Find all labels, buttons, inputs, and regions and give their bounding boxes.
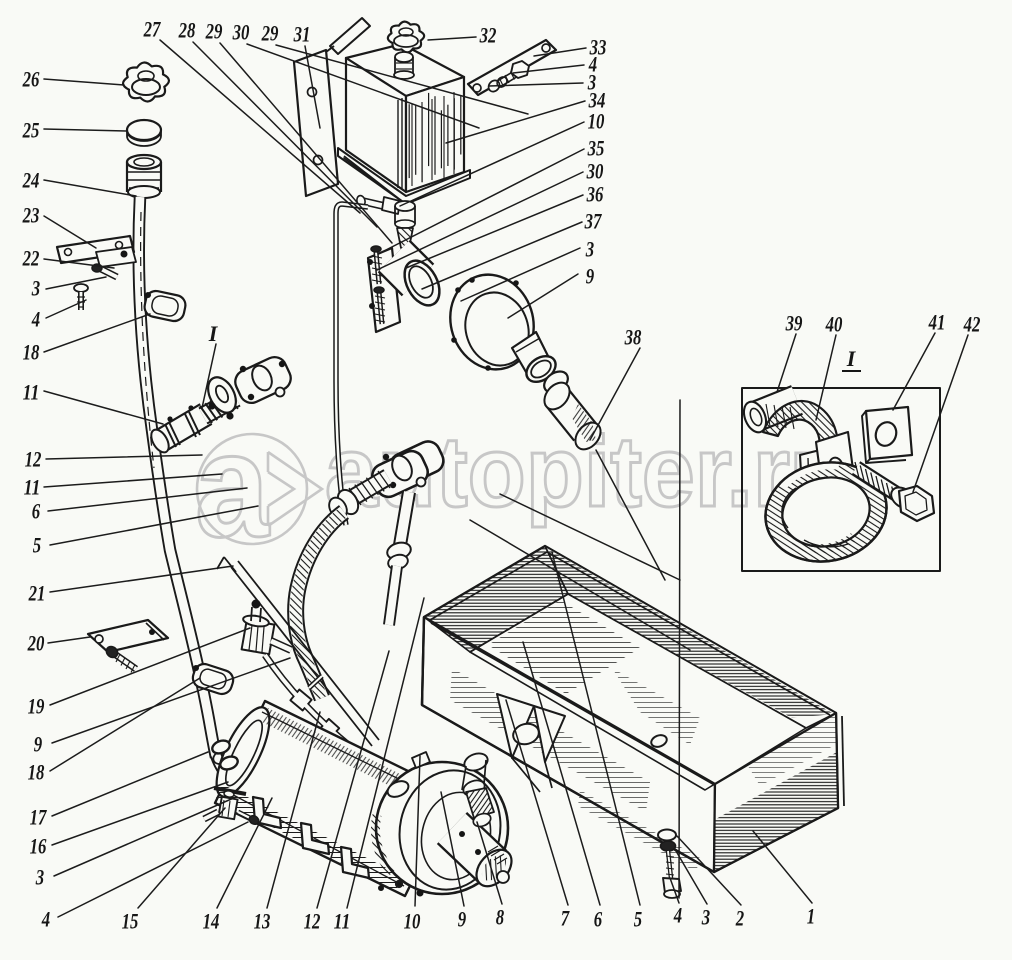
svg-text:12: 12 <box>304 909 321 934</box>
svg-text:18: 18 <box>28 760 45 785</box>
svg-text:42: 42 <box>963 312 981 337</box>
svg-text:11: 11 <box>23 380 40 405</box>
svg-text:I: I <box>846 346 857 371</box>
svg-text:15: 15 <box>122 909 139 934</box>
svg-text:10: 10 <box>404 909 421 934</box>
svg-text:23: 23 <box>22 203 40 228</box>
svg-text:28: 28 <box>178 18 196 43</box>
svg-text:37: 37 <box>584 209 602 234</box>
svg-text:9: 9 <box>586 264 594 289</box>
svg-text:26: 26 <box>22 67 40 92</box>
svg-text:3: 3 <box>35 865 44 890</box>
svg-text:27: 27 <box>143 17 161 42</box>
svg-text:12: 12 <box>25 447 42 472</box>
svg-text:33: 33 <box>589 35 607 60</box>
svg-text:30: 30 <box>232 20 250 45</box>
svg-text:6: 6 <box>32 499 40 524</box>
svg-text:10: 10 <box>588 109 605 134</box>
svg-text:3: 3 <box>587 70 596 95</box>
svg-text:13: 13 <box>254 909 271 934</box>
svg-text:11: 11 <box>24 475 41 500</box>
svg-text:14: 14 <box>203 909 220 934</box>
svg-text:2: 2 <box>735 906 744 931</box>
svg-text:17: 17 <box>30 805 48 830</box>
svg-text:8: 8 <box>496 905 504 930</box>
svg-text:11: 11 <box>334 909 351 934</box>
svg-text:32: 32 <box>479 23 497 48</box>
svg-text:3: 3 <box>585 237 594 262</box>
svg-text:35: 35 <box>587 136 605 161</box>
svg-text:5: 5 <box>33 533 41 558</box>
svg-text:31: 31 <box>293 22 311 47</box>
svg-text:9: 9 <box>34 732 42 757</box>
svg-text:a: a <box>195 403 271 568</box>
svg-text:30: 30 <box>586 159 604 184</box>
svg-text:22: 22 <box>22 246 40 271</box>
svg-text:1: 1 <box>807 904 815 929</box>
svg-text:38: 38 <box>624 325 642 350</box>
svg-text:20: 20 <box>27 631 45 656</box>
svg-text:24: 24 <box>22 168 40 193</box>
svg-text:3: 3 <box>701 905 710 930</box>
svg-text:4: 4 <box>31 307 40 332</box>
svg-text:39: 39 <box>785 311 803 336</box>
svg-text:25: 25 <box>22 118 40 143</box>
svg-text:7: 7 <box>561 906 570 931</box>
svg-text:21: 21 <box>28 581 46 606</box>
svg-text:34: 34 <box>588 88 606 113</box>
svg-text:36: 36 <box>586 182 604 207</box>
svg-text:I: I <box>208 321 219 346</box>
svg-text:9: 9 <box>458 907 466 932</box>
svg-text:5: 5 <box>634 907 642 932</box>
svg-text:4: 4 <box>41 907 50 932</box>
svg-text:6: 6 <box>594 907 602 932</box>
svg-text:41: 41 <box>928 310 946 335</box>
svg-text:29: 29 <box>261 21 279 46</box>
svg-text:19: 19 <box>28 694 45 719</box>
svg-text:4: 4 <box>588 52 597 77</box>
svg-text:16: 16 <box>30 834 47 859</box>
svg-text:3: 3 <box>31 276 40 301</box>
svg-text:40: 40 <box>825 312 843 337</box>
svg-text:18: 18 <box>23 340 40 365</box>
svg-text:29: 29 <box>205 19 223 44</box>
svg-text:4: 4 <box>673 903 682 928</box>
